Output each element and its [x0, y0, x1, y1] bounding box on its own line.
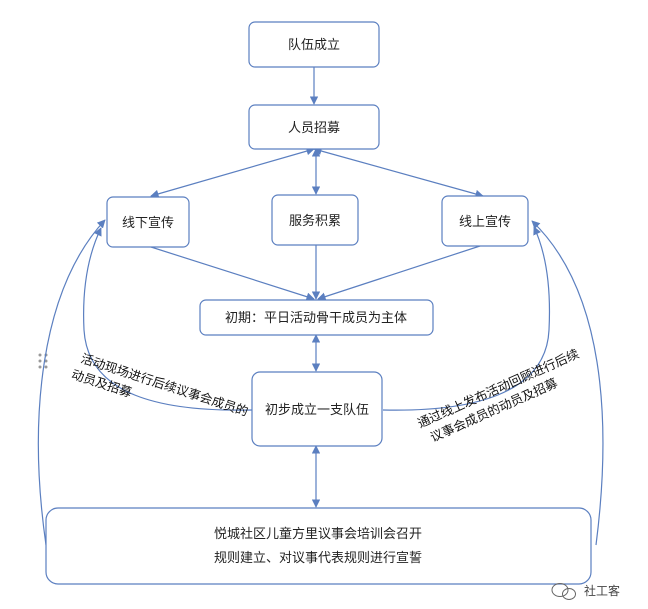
node-training-label-line2: 规则建立、对议事代表规则进行宣誓: [214, 550, 422, 566]
node-first-team-label: 初步成立一支队伍: [265, 403, 369, 418]
wechat-icon: [551, 583, 576, 600]
edge-recruit-offline: [150, 147, 315, 198]
annotation-right: 通过线上发布活动回顾进行后续 议事会成员的动员及招募: [415, 346, 581, 445]
edge-training-online-loop: [531, 220, 604, 546]
node-online-promo-label: 线上宣传: [459, 214, 511, 230]
node-initial-stage-label: 初期：平日活动骨干成员为主体: [225, 311, 407, 326]
node-recruit-label: 人员招募: [288, 121, 340, 136]
node-first-team: 初步成立一支队伍: [251, 371, 383, 447]
edge-recruit-online: [313, 146, 484, 199]
edge-online-initial: [317, 245, 481, 301]
node-online-promo: 线上宣传: [441, 195, 529, 247]
node-offline-promo-label: 线下宣传: [122, 215, 174, 231]
edge-firstteam-online-curve: [382, 226, 551, 411]
edge-offline-initial: [150, 246, 315, 301]
node-training: 悦城社区儿童方里议事会培训会召开 规则建立、对议事代表规则进行宣誓: [45, 507, 592, 585]
node-offline-promo: 线下宣传: [106, 196, 190, 248]
node-team-formed: 队伍成立: [248, 21, 380, 68]
node-service-accumulation: 服务积累: [271, 194, 359, 246]
watermark: 社工客: [551, 583, 620, 600]
edge-firstteam-offline-curve: [83, 227, 253, 411]
annotation-left: 活动现场进行后续议事会成员的 动员及招募: [70, 351, 250, 419]
node-recruit: 人员招募: [248, 104, 380, 150]
node-initial-stage: 初期：平日活动骨干成员为主体: [199, 299, 434, 336]
edge-training-offline-loop: [37, 219, 106, 546]
node-service-accumulation-label: 服务积累: [289, 213, 341, 229]
node-training-label-line1: 悦城社区儿童方里议事会培训会召开: [214, 526, 422, 542]
drag-handle-icon[interactable]: [38, 353, 48, 369]
node-team-formed-label: 队伍成立: [288, 38, 340, 53]
watermark-text: 社工客: [584, 583, 620, 598]
